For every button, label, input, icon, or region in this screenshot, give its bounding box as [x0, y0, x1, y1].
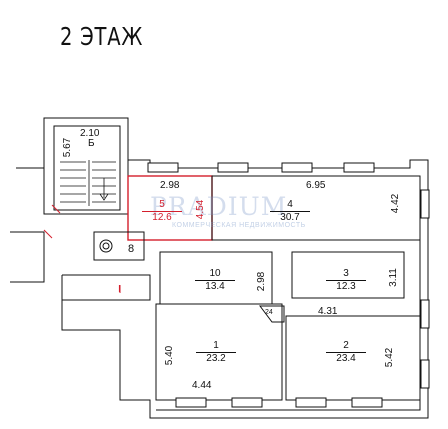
room-10-area: 13.4 — [195, 280, 235, 292]
watermark-brand: PRADIUM — [150, 192, 288, 221]
room-3-area: 12.3 — [326, 280, 366, 292]
dim-room5-width: 2.98 — [160, 180, 180, 191]
stair-treads — [60, 160, 116, 206]
dim-room4-width: 6.95 — [306, 180, 326, 191]
floor-title: 2 ЭТАЖ — [60, 22, 144, 51]
room-1-number: 1 — [213, 340, 219, 351]
room-5-area: 12.6 — [142, 211, 182, 223]
room-3-outline — [291, 251, 405, 299]
corridor-i-outline — [62, 274, 151, 301]
room-5-number: 5 — [159, 199, 165, 210]
stair-number-label: Б — [88, 138, 95, 149]
room-1-outline — [155, 303, 283, 401]
room-10-number: 10 — [209, 268, 221, 279]
room-2-number: 2 — [343, 340, 349, 351]
dim-room2-width: 4.31 — [318, 306, 338, 317]
dim-room4-depth: 4.42 — [390, 193, 402, 214]
room-4-outline — [211, 175, 421, 241]
room-4-number: 4 — [287, 199, 293, 210]
dim-room1-depth: 5.40 — [164, 345, 176, 366]
room-4-area: 30.7 — [270, 211, 310, 223]
room-8-outline — [93, 231, 145, 261]
dim-room5-depth: 4.54 — [195, 199, 207, 220]
room-2-area: 23.4 — [326, 352, 366, 364]
stair-block — [43, 117, 129, 215]
toilet-fixture — [99, 239, 113, 253]
dim-room2-depth: 5.42 — [384, 347, 396, 368]
room-3-number: 3 — [343, 268, 349, 279]
windows-top — [147, 162, 375, 173]
room-8-label: 8 — [128, 243, 135, 255]
windows-right — [420, 189, 430, 389]
stair-length-label: 5.67 — [62, 137, 74, 158]
stair-width-label: 2.10 — [80, 128, 100, 139]
red-markers — [43, 204, 121, 293]
room-24-outline — [259, 305, 285, 323]
watermark-tagline: КОММЕРЧЕСКАЯ НЕДВИЖИМОСТЬ — [172, 222, 306, 229]
room-i-label: I — [118, 284, 121, 295]
room-1-area: 23.2 — [196, 352, 236, 364]
dim-room10-depth: 2.98 — [256, 271, 268, 292]
dim-room1-width: 4.44 — [192, 380, 212, 391]
windows-bottom — [175, 397, 383, 408]
room-24-label: 24 — [265, 309, 273, 316]
outer-wall — [61, 159, 429, 419]
dim-room3-depth: 3.11 — [387, 268, 399, 287]
